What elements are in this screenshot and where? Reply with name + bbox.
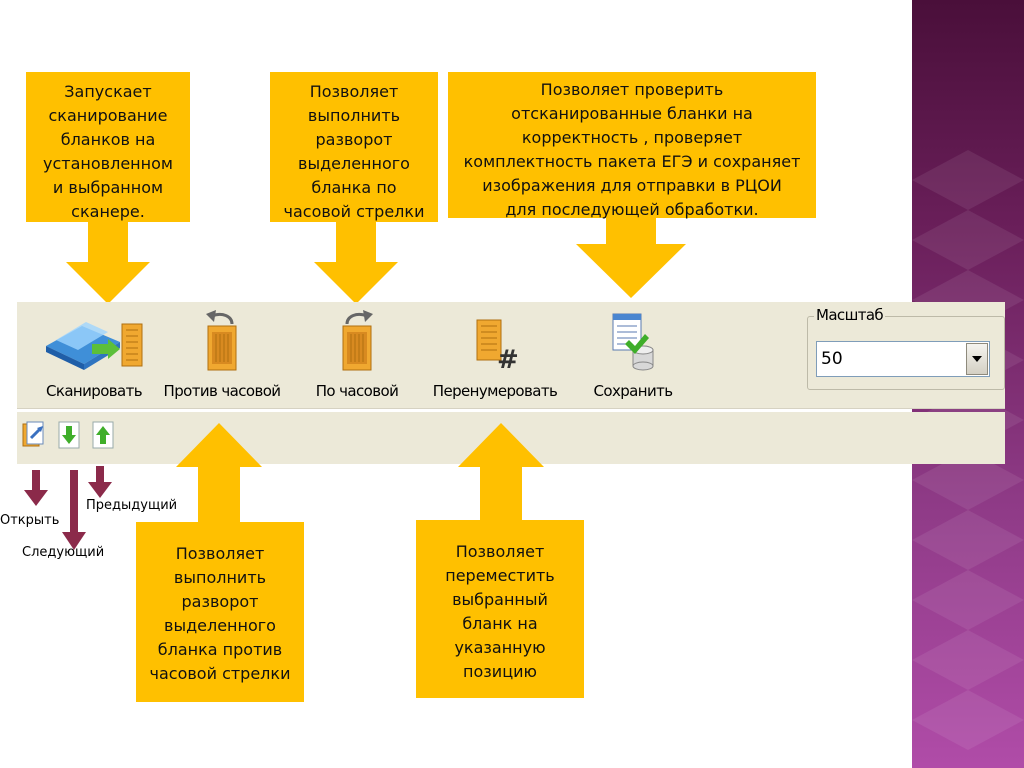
callout-arrow-down (314, 222, 398, 304)
callout-line: бланков на (60, 130, 156, 149)
save-button-label: Сохранить (593, 382, 674, 400)
callout-line: выполнить (173, 568, 267, 587)
callout-line: бланка по (311, 178, 397, 197)
rotate-cw-button[interactable]: По часовой (299, 302, 415, 408)
callout-line: сканере. (71, 202, 145, 221)
label-arrow-open (24, 470, 48, 506)
callout-rotate-cw: Позволяет выполнить разворот выделенного… (270, 72, 438, 222)
callout-line: корректность , проверяет (521, 128, 743, 147)
rotate-ccw-button[interactable]: Против часовой (157, 302, 287, 408)
callout-line: бланка против (157, 640, 283, 659)
callout-line: установленном (43, 154, 173, 173)
save-database-icon (612, 313, 654, 371)
callout-line: выбранный (452, 590, 548, 609)
scan-button[interactable]: Сканировать (29, 302, 159, 408)
open-icon[interactable] (21, 420, 45, 450)
callout-line: комплектность пакета ЕГЭ и сохраняет (463, 152, 801, 171)
renumber-button[interactable]: # Перенумеровать (421, 302, 569, 408)
callout-line: бланк на (462, 614, 538, 633)
label-arrow-next (62, 470, 86, 550)
callout-line: сканирование (48, 106, 168, 125)
label-arrow-previous (88, 466, 112, 498)
scale-group: Масштаб 50 (807, 306, 1005, 390)
callout-line: указанную (454, 638, 546, 657)
label-open: Открыть (0, 513, 60, 528)
callout-line: разворот (181, 592, 259, 611)
rotate-cw-button-label: По часовой (315, 382, 399, 400)
next-down-arrow-icon[interactable] (57, 420, 81, 450)
callout-renumber: Позволяет переместить выбранный бланк на… (416, 520, 584, 698)
callout-arrow-down (576, 218, 686, 298)
callout-arrow-up (458, 423, 544, 521)
callout-line: выделенного (298, 154, 410, 173)
scan-button-label: Сканировать (46, 382, 143, 400)
callout-line: часовой стрелки (283, 202, 425, 221)
chevron-down-icon[interactable] (966, 343, 988, 375)
callout-scan: Запускает сканирование бланков на устано… (26, 72, 190, 222)
label-next: Следующий (22, 545, 105, 560)
scale-legend: Масштаб (814, 306, 886, 324)
label-previous: Предыдущий (86, 498, 178, 513)
callout-line: Запускает (64, 82, 152, 101)
callout-arrow-up (176, 423, 262, 523)
callout-line: и выбранном (52, 178, 164, 197)
callout-line: разворот (315, 130, 393, 149)
scale-select[interactable]: 50 (816, 341, 990, 377)
callout-line: Позволяет (175, 544, 265, 563)
callout-arrow-down (66, 222, 150, 304)
callout-line: Позволяет (309, 82, 399, 101)
callout-line: выполнить (307, 106, 401, 125)
callout-line: позицию (463, 662, 537, 681)
callout-line: выделенного (164, 616, 276, 635)
callout-line: переместить (445, 566, 555, 585)
main-toolbar: Сканировать Против часовой По часовой (17, 302, 1005, 409)
rotate-ccw-icon (206, 310, 237, 371)
callout-rotate-ccw: Позволяет выполнить разворот выделенного… (136, 522, 304, 702)
renumber-button-label: Перенумеровать (432, 382, 558, 400)
svg-text:#: # (497, 345, 519, 374)
rotate-cw-icon (342, 310, 373, 371)
callout-save: Позволяет проверить отсканированные блан… (448, 72, 816, 219)
save-button[interactable]: Сохранить (577, 302, 689, 408)
callout-line: отсканированные бланки на (511, 104, 753, 123)
callout-line: для последующей обработки. (505, 200, 759, 219)
callout-line: Позволяет (455, 542, 545, 561)
rotate-ccw-button-label: Против часовой (163, 382, 282, 400)
scanner-icon (46, 322, 143, 370)
previous-up-arrow-icon[interactable] (91, 420, 115, 450)
callout-line: Позволяет проверить (540, 80, 724, 99)
callout-line: изображения для отправки в РЦОИ (482, 176, 782, 195)
callout-line: часовой стрелки (149, 664, 291, 683)
scale-value: 50 (821, 349, 843, 369)
renumber-icon: # (476, 319, 519, 374)
